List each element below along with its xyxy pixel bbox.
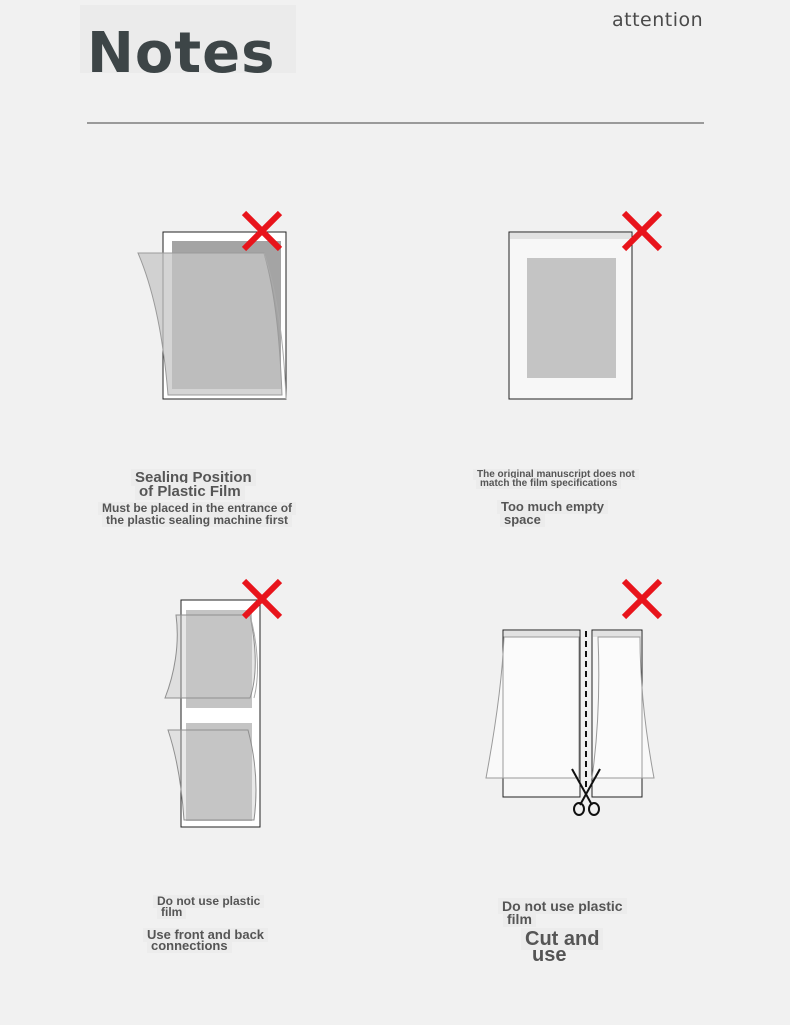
cross-icon	[621, 578, 663, 620]
illustration-front-back-connection	[164, 578, 283, 828]
attention-tag: attention	[612, 9, 704, 31]
note-2-desc-line2: space	[500, 513, 545, 527]
note-2-desc-line1: Too much empty	[497, 500, 609, 514]
illustration-size-mismatch	[508, 210, 663, 400]
page-title-box: Notes	[80, 5, 296, 73]
note-2-title-line1: The original manuscript does not	[473, 469, 639, 480]
cross-icon	[241, 210, 283, 252]
note-1-title-line2: of Plastic Film	[135, 483, 245, 500]
scissors-icon	[571, 768, 601, 816]
note-1-desc-line1: Must be placed in the entrance of	[98, 502, 297, 515]
note-3-title-line2: film	[157, 906, 187, 919]
illustration-sealing-position	[137, 210, 287, 400]
note-4-desc-line1: Cut and	[521, 928, 604, 950]
note-3-desc-line2: connections	[147, 939, 232, 953]
note-3-desc-line1: Use front and back	[143, 928, 269, 942]
note-1-title-line1: Sealing Position	[131, 469, 256, 486]
note-2-title-line2: match the film specifications	[476, 478, 622, 489]
note-4-desc-line2-clip: use	[526, 945, 616, 961]
note-3-title-line1: Do not use plastic	[153, 895, 265, 908]
note-4-desc-line2: use	[532, 945, 567, 961]
illustration-cut-and-use	[485, 578, 663, 816]
page-title: Notes	[87, 21, 276, 74]
header-divider	[87, 122, 704, 124]
cross-icon	[621, 210, 663, 252]
note-4-title-line2: film	[503, 911, 536, 927]
note-4-title-line1: Do not use plastic	[498, 898, 627, 914]
note-1-desc-line2: the plastic sealing machine first	[102, 514, 293, 527]
cross-icon	[241, 578, 283, 620]
